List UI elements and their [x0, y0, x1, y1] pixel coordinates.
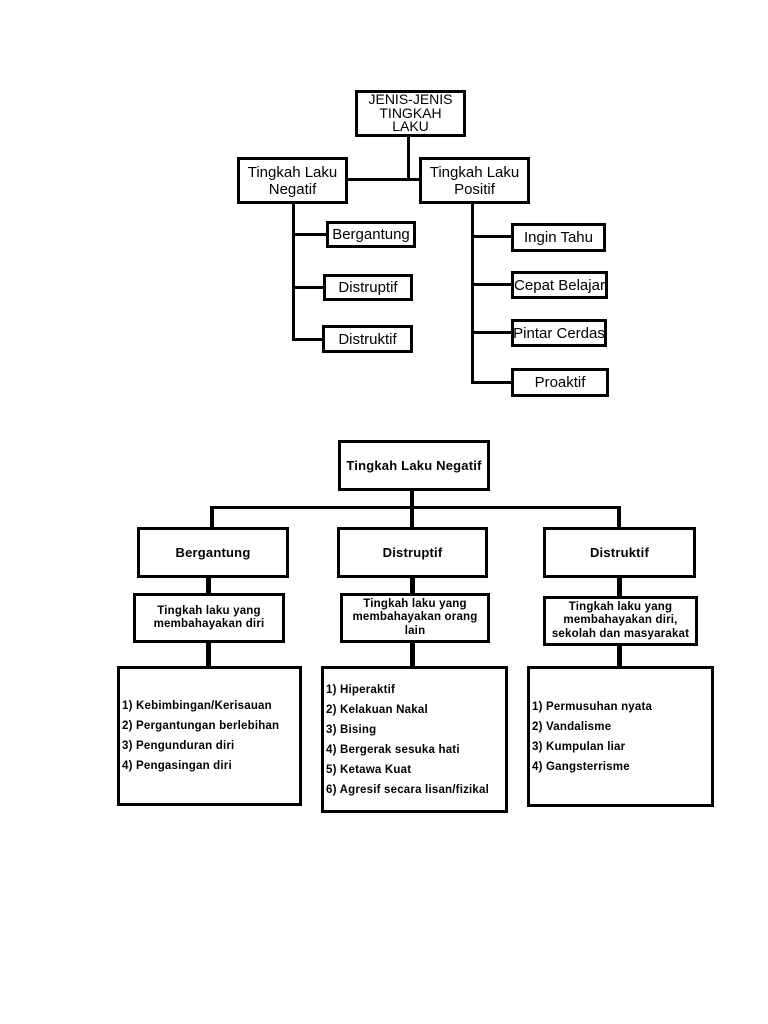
column1-title-sub-connector: [206, 575, 211, 596]
bottom-root-label: Tingkah Laku Negatif: [346, 458, 482, 473]
negative-leaf-label-1: Bergantung: [332, 226, 410, 243]
column2-items-list: 1) Hiperaktif 2) Kelakuan Nakal 3) Bisin…: [324, 680, 505, 800]
list-item: 5) Ketawa Kuat: [326, 763, 412, 776]
column3-title-box: Distruktif: [543, 527, 696, 578]
negative-leaf-distruptif: Distruptif: [323, 274, 413, 301]
list-item: 3) Kumpulan liar: [532, 740, 626, 753]
column1-items-list: 1) Kebimbingan/Kerisauan 2) Pergantungan…: [120, 696, 299, 776]
column1-items-box: 1) Kebimbingan/Kerisauan 2) Pergantungan…: [117, 666, 302, 806]
top-root-label: JENIS-JENIS TINGKAH LAKU: [368, 91, 453, 135]
negative-leaf-distruktif: Distruktif: [322, 325, 413, 353]
negative-leaf-bergantung: Bergantung: [326, 221, 416, 248]
column1-subtitle-label: Tingkah laku yang membahayakan diri: [153, 604, 265, 631]
column2-sub-list-connector: [410, 640, 415, 668]
negative-branch-line-3: [292, 338, 326, 341]
positive-leaf-label-1: Ingin Tahu: [524, 229, 593, 246]
bottom-root-box: Tingkah Laku Negatif: [338, 440, 490, 491]
positive-branch-line-2: [471, 283, 513, 286]
positive-category-label: Tingkah Laku Positif: [429, 163, 520, 198]
column2-subtitle-label: Tingkah laku yang membahayakan orang lai…: [352, 597, 478, 637]
column2-subtitle-box: Tingkah laku yang membahayakan orang lai…: [340, 593, 490, 643]
list-item: 4) Pengasingan diri: [122, 760, 232, 772]
negative-leaf-label-3: Distruktif: [338, 330, 397, 348]
column3-items-list: 1) Permusuhan nyata 2) Vandalisme 3) Kum…: [530, 697, 711, 777]
top-root-stem-line: [407, 134, 410, 181]
column3-subtitle-box: Tingkah laku yang membahayakan diri, sek…: [543, 596, 698, 646]
positive-branch-line-3: [471, 331, 513, 334]
list-item: 6) Agresif secara lisan/fizikal: [326, 783, 490, 796]
column3-title-sub-connector: [617, 575, 622, 599]
column2-title-box: Distruptif: [337, 527, 488, 578]
column2-title-sub-connector: [410, 575, 415, 596]
positive-leaf-proaktif: Proaktif: [511, 368, 609, 397]
positive-leaf-pintar-cerdas: Pintar Cerdas: [511, 319, 607, 347]
bottom-drop-line-2: [410, 506, 414, 530]
bottom-drop-line-1: [210, 506, 214, 530]
column3-items-box: 1) Permusuhan nyata 2) Vandalisme 3) Kum…: [527, 666, 714, 807]
positive-leaf-label-2: Cepat Belajar: [514, 276, 605, 294]
column1-sub-list-connector: [206, 640, 211, 668]
list-item: 1) Hiperaktif: [326, 683, 396, 696]
column1-title-label: Bergantung: [175, 545, 251, 560]
list-item: 2) Kelakuan Nakal: [326, 703, 428, 716]
negative-branch-line-1: [292, 233, 330, 236]
bottom-root-stem-line: [410, 489, 414, 509]
negative-branch-stem-line: [292, 201, 295, 341]
positive-leaf-label-3: Pintar Cerdas: [513, 324, 605, 342]
column1-title-box: Bergantung: [137, 527, 289, 578]
list-item: 2) Vandalisme: [532, 720, 612, 733]
bottom-horizontal-line: [210, 506, 621, 509]
list-item: 2) Pergantungan berlebihan: [122, 720, 280, 732]
column3-title-label: Distruktif: [589, 545, 650, 560]
column2-title-label: Distruptif: [382, 545, 443, 560]
negative-leaf-label-2: Distruptif: [338, 279, 398, 296]
column2-items-box: 1) Hiperaktif 2) Kelakuan Nakal 3) Bisin…: [321, 666, 508, 813]
positive-leaf-ingin-tahu: Ingin Tahu: [511, 223, 606, 252]
list-item: 3) Bising: [326, 723, 377, 736]
list-item: 1) Kebimbingan/Kerisauan: [122, 700, 272, 712]
negative-category-label: Tingkah Laku Negatif: [247, 163, 338, 198]
list-item: 1) Permusuhan nyata: [532, 700, 653, 713]
column3-subtitle-label: Tingkah laku yang membahayakan diri, sek…: [551, 600, 690, 640]
top-root-horizontal-line: [346, 178, 422, 181]
column3-sub-list-connector: [617, 643, 622, 668]
negative-branch-line-2: [292, 286, 327, 289]
list-item: 4) Gangsterrisme: [532, 760, 630, 773]
positive-branch-stem-line: [471, 201, 474, 384]
list-item: 4) Bergerak sesuka hati: [326, 743, 460, 756]
positive-leaf-label-4: Proaktif: [534, 374, 586, 391]
bottom-drop-line-3: [617, 506, 621, 530]
list-item: 3) Pengunduran diri: [122, 740, 235, 752]
negative-category-box: Tingkah Laku Negatif: [237, 157, 348, 204]
positive-branch-line-4: [471, 381, 513, 384]
column1-subtitle-box: Tingkah laku yang membahayakan diri: [133, 593, 285, 643]
positive-leaf-cepat-belajar: Cepat Belajar: [511, 271, 608, 299]
positive-branch-line-1: [471, 235, 513, 238]
top-root-box: JENIS-JENIS TINGKAH LAKU: [355, 90, 466, 137]
positive-category-box: Tingkah Laku Positif: [419, 157, 530, 204]
